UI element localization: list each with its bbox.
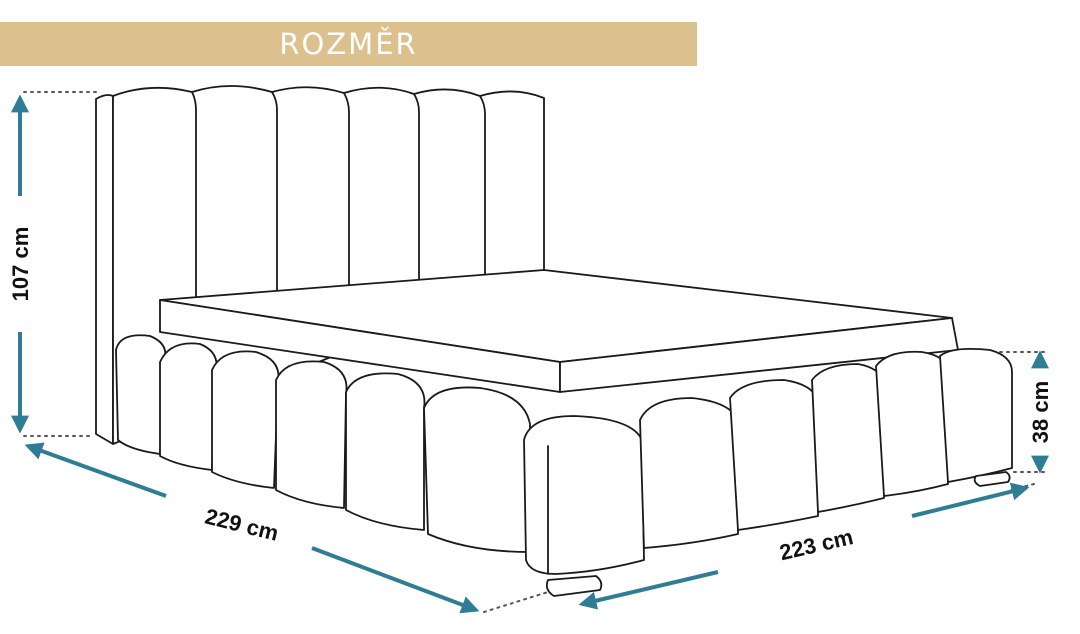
title-band: ROZMĚR [0,22,697,66]
foot-rail-segment [729,379,819,531]
height-label: 107 cm [8,227,33,302]
foot-rail-segment [875,350,949,497]
side-rail-segment [345,372,426,531]
bed-outline [95,85,1013,597]
side-rail-segment [211,350,280,489]
length-arrow-left [24,442,167,498]
headboard-channel [479,95,486,281]
width-arrow-left [578,570,719,610]
side-rail-segment [115,334,167,455]
frame-height-label: 38 cm [1028,381,1053,443]
length-arrow-right [311,546,480,614]
side-rail-segment [423,386,531,553]
headboard-side [95,94,114,445]
side-rail-segment [275,360,348,509]
dimension-arrows [11,94,1049,614]
bed-leg [973,471,1011,487]
side-rail-segment [159,342,218,471]
foot-rail-segment [811,363,885,513]
foot-rail-segment [523,415,645,575]
length-label: 229 cm [203,504,281,546]
foot-rail-segment [639,397,739,549]
bed-leg [545,575,603,597]
headboard-channel [413,93,420,287]
foot-rail-segment [939,347,1013,483]
headboard-channel [343,92,350,293]
width-arrow-right [911,482,1030,518]
headboard-channel [271,91,278,297]
width-label: 223 cm [777,524,855,565]
page-title: ROZMĚR [279,27,418,61]
headboard-channel [191,91,197,301]
